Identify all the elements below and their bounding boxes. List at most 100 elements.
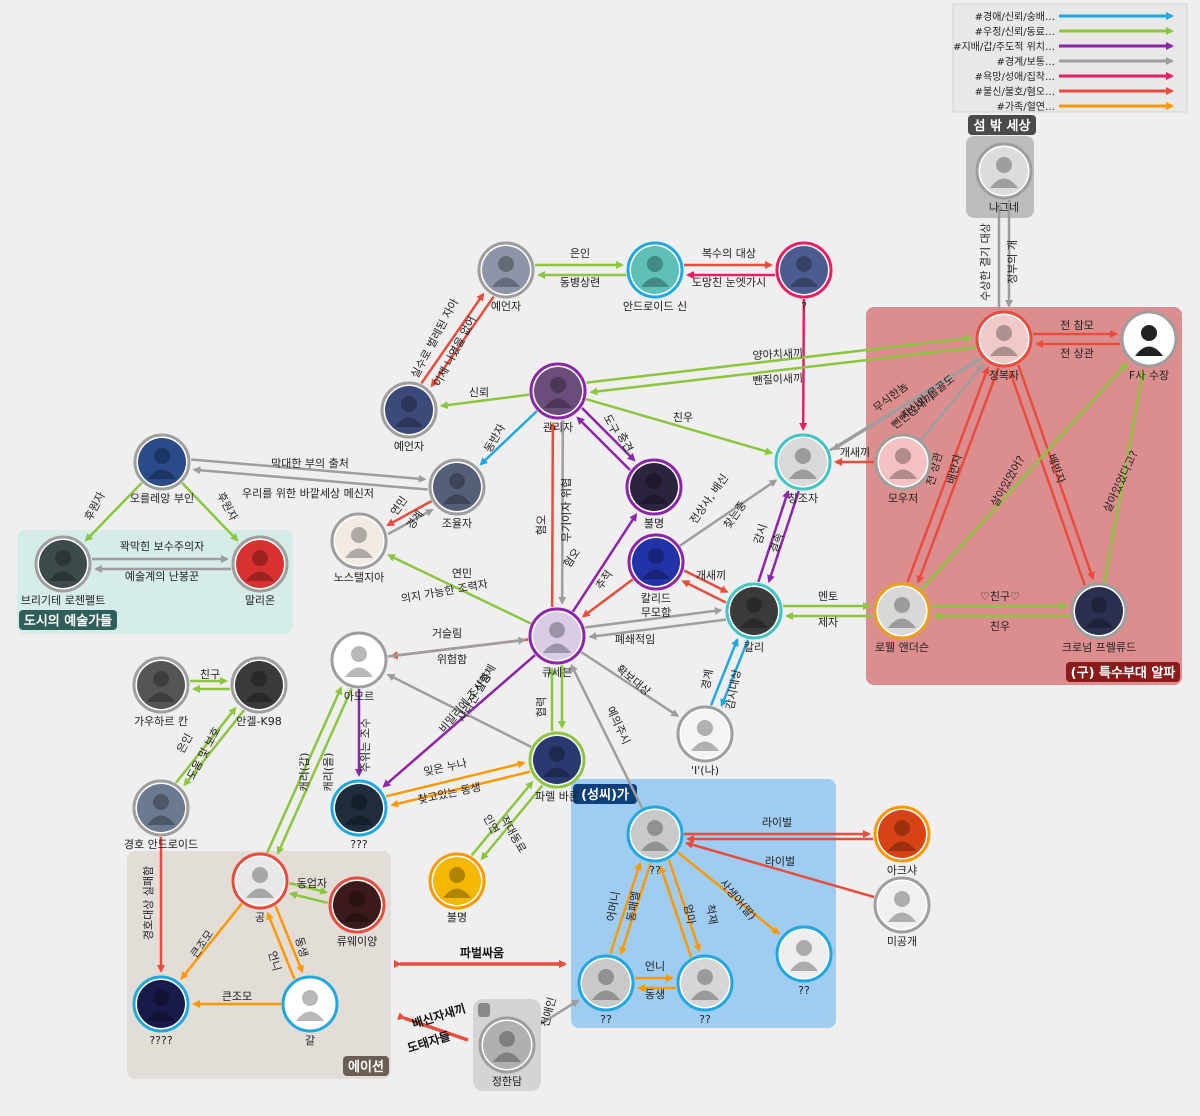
avatar	[286, 980, 334, 1028]
edge-migong-to-qq_top	[684, 840, 875, 899]
character-node-junghandam[interactable]: 정한담	[473, 999, 541, 1091]
edge-label-chajgo: 찾고있는 동생	[417, 781, 483, 807]
character-node-nagne[interactable]: 나그네	[975, 142, 1033, 214]
character-node-prophet2[interactable]: 예언자	[380, 381, 438, 453]
character-node-qq_top[interactable]: ??	[626, 805, 684, 877]
character-node-conqueror[interactable]: 정복자	[975, 310, 1033, 382]
character-node-kyuseben[interactable]: 큐세븐	[528, 607, 586, 679]
avatar	[780, 246, 828, 294]
character-node-guard[interactable]: 경호 안드로이드	[124, 779, 198, 851]
edge-label-dongsaeng2: 동생	[645, 988, 665, 1001]
edge-label-ijeun: 잊은 누나	[422, 757, 468, 779]
character-node-manager[interactable]: 관리자	[529, 362, 587, 434]
character-node-qq_a[interactable]: ??	[577, 954, 635, 1026]
edge-bulmyeong2-to-parel	[470, 780, 534, 857]
avatar	[779, 438, 827, 486]
character-node-brigitte[interactable]: 브리기테 로젠펠트	[21, 535, 105, 607]
character-name: ??	[798, 984, 810, 997]
character-node-orlean[interactable]: 오를레앙 부인	[130, 433, 194, 505]
edge-label-gyeonggye1: 경계	[404, 508, 426, 532]
character-node-mojeo[interactable]: 모우저	[874, 433, 932, 505]
character-node-amore[interactable]: 아모르	[330, 631, 388, 703]
edge-cromwell-to-conqueror	[1008, 369, 1086, 586]
character-node-joyulja[interactable]: 조율자	[428, 458, 486, 530]
edge-manager-to-prophet2	[439, 393, 530, 410]
person-icon	[990, 325, 1018, 356]
person-icon	[296, 990, 324, 1021]
character-name: ???	[350, 838, 368, 851]
edge-label-pyeswae: 폐쇄적임	[615, 633, 655, 646]
legend-item: #경애/신뢰/숭배…	[975, 10, 1174, 23]
character-node-lowell[interactable]: 로웰 앤더슨	[873, 582, 931, 654]
edge-label-yeonmin2: 연민	[452, 567, 472, 580]
character-node-nostalgia[interactable]: 노스탤지아	[330, 512, 388, 584]
character-name: 아크샤	[887, 864, 917, 877]
edge-label-pabyeol: 파벌싸움	[460, 945, 504, 960]
edge-label-doum: 도움 및 보호	[185, 725, 224, 782]
character-node-angel[interactable]: 안겔-K98	[230, 656, 288, 728]
character-name: 공	[255, 911, 265, 924]
character-node-malion[interactable]: 말리온	[231, 535, 289, 607]
character-name: 큐세븐	[542, 666, 572, 679]
edge-label-dongbanja: 동반자	[482, 422, 508, 455]
character-name: 경호 안드로이드	[124, 838, 198, 851]
person-icon	[246, 867, 274, 898]
character-node-parel[interactable]: 파렐 바론	[528, 731, 586, 803]
person-icon	[1135, 325, 1163, 356]
edge-label-gaesaekki1: 개새끼	[840, 446, 870, 459]
edge-label-lival1: 라이벌	[762, 816, 792, 829]
person-icon	[493, 1031, 521, 1062]
edge-label-jeja: 제자	[818, 616, 838, 629]
legend: #경애/신뢰/숭배…#우정/신뢰/동료…#지배/갑/주도적 위치…#경계/보통……	[952, 3, 1188, 113]
edge-label-gamsi: 감시	[751, 522, 770, 545]
character-name: 로웰 앤더슨	[875, 641, 929, 654]
character-node-cromwell[interactable]: 크로넘 프렐류드	[1062, 582, 1136, 654]
character-node-bulmyeong2[interactable]: 불명	[428, 852, 486, 924]
avatar	[385, 386, 433, 434]
avatar	[980, 315, 1028, 363]
character-node-android_god[interactable]: 안드로이드 신	[623, 241, 687, 313]
character-node-qqq[interactable]: ???	[330, 779, 388, 851]
character-name: F사 수장	[1129, 369, 1169, 382]
group-title-text: 섬 밖 세상	[974, 118, 1031, 134]
character-node-qq_c[interactable]: ??	[775, 925, 833, 997]
avatar	[878, 587, 926, 635]
character-node-qqqq[interactable]: ????	[132, 975, 190, 1047]
avatar	[980, 147, 1028, 195]
edge-conqueror-to-manager	[589, 346, 976, 396]
character-node-gong[interactable]: 공	[231, 852, 289, 924]
character-node-f_boss[interactable]: F사 수장	[1120, 310, 1178, 382]
edge-label-dongeopja: 동업자	[297, 877, 327, 890]
legend-item: #불신/불호/혐오…	[975, 86, 1174, 98]
edge-label-jjakmak: 꽉막힌 보수주의자	[120, 540, 204, 553]
edge-label-susang: 수상한 결기 대상	[979, 223, 992, 301]
character-node-ryuwei[interactable]: 류웨이양	[328, 876, 386, 948]
character-node-i_na[interactable]: 'I'(나)	[676, 705, 734, 777]
edge-kalli-to-khalid	[681, 580, 727, 604]
legend-item: #경계/보통…	[996, 55, 1174, 68]
character-node-gauhar[interactable]: 가우하르 칸	[132, 656, 190, 728]
edge-label-eomeoni: 어머니	[605, 890, 623, 922]
avatar	[632, 538, 680, 586]
character-node-gal[interactable]: 갈	[281, 975, 339, 1047]
group-title-text: 도시의 예술가들	[24, 613, 112, 629]
character-node-migong[interactable]: 미공개	[873, 876, 931, 948]
edge-label-ppaenjil: 뺀질이새끼	[752, 372, 803, 388]
character-node-bulmyeong1[interactable]: 불명	[625, 458, 683, 530]
avatar	[138, 438, 186, 486]
character-node-creator[interactable]: 창조자	[774, 433, 832, 505]
edge-amore-to-gong	[276, 687, 353, 855]
avatar	[582, 959, 630, 1007]
character-name: 노스탤지아	[334, 571, 385, 584]
avatar	[137, 784, 185, 832]
character-node-qq_b[interactable]: ??	[676, 954, 734, 1026]
character-node-aksha[interactable]: 아크샤	[873, 805, 931, 877]
character-node-unknown_q[interactable]: ?	[775, 241, 833, 313]
edge-label-kaeri2: 캐리(을)	[322, 753, 335, 792]
character-node-kalli[interactable]: 칼리	[725, 582, 783, 654]
character-node-prophet1[interactable]: 예언자	[477, 241, 535, 313]
edge-khalid-to-kyuseben	[581, 578, 634, 618]
edge-kyuseben-to-qqq	[382, 654, 536, 788]
